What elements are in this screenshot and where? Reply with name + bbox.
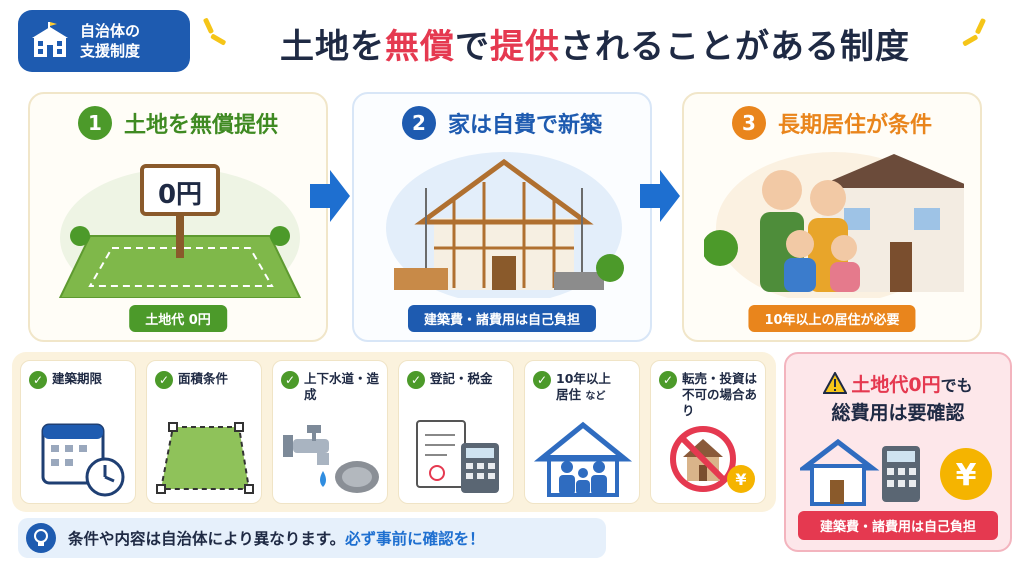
step-title-3: 長期居住が条件 — [777, 113, 932, 138]
step-tag-2: 建築費・諸費用は自己負担 — [407, 305, 597, 332]
condition-label: 転売・投資は 不可の場合あり — [682, 371, 765, 419]
condition-label-line1: 転売・投資は — [682, 371, 758, 386]
note-text: 条件や内容は自治体により異なります。必ず事前に確認を！ — [68, 527, 485, 549]
warning-line2: 総費用は要確認 — [831, 402, 965, 424]
warning-triangle-icon — [822, 370, 849, 394]
condition-label-line1: 10年以上 — [556, 371, 611, 386]
condition-card-deadline: ✓ 建築期限 — [20, 360, 136, 504]
condition-label: 10年以上 居住 など — [556, 371, 611, 405]
check-icon: ✓ — [29, 371, 47, 389]
house-calculator-yen-icon — [800, 438, 992, 506]
check-icon: ✓ — [533, 371, 551, 389]
house-construction-illustration — [386, 152, 624, 298]
land-area-icon — [156, 422, 254, 494]
badge-line2: 支援制度 — [80, 42, 141, 60]
family-house-icon — [533, 421, 633, 497]
note-emphasis: 必ず事前に確認を！ — [345, 530, 485, 548]
faucet-manhole-icon — [283, 425, 379, 493]
condition-label: 面積条件 — [178, 371, 229, 386]
title-part3: で — [455, 26, 490, 67]
step-number-1: 1 — [77, 106, 112, 140]
condition-label-line2: 不可の場合あり — [682, 387, 758, 418]
note-bar: 条件や内容は自治体により異なります。必ず事前に確認を！ — [18, 518, 606, 558]
condition-label-line2: 居住 — [556, 387, 582, 402]
condition-sub: など — [585, 391, 606, 402]
no-resale-icon: ¥ — [670, 426, 755, 493]
land-sign-text: 0円 — [157, 180, 203, 210]
svg-text:¥: ¥ — [735, 470, 746, 489]
condition-card-area: ✓ 面積条件 — [146, 360, 262, 504]
condition-card-registration-tax: ✓ 登記・税金 — [398, 360, 514, 504]
yen-symbol: ¥ — [955, 458, 977, 493]
school-building-icon — [32, 22, 68, 57]
condition-label: 登記・税金 — [430, 371, 493, 386]
support-badge: 自治体の 支援制度 — [18, 10, 190, 72]
condition-label: 上下水道・造成 — [304, 371, 380, 402]
check-icon: ✓ — [281, 371, 299, 389]
step-number-3: 3 — [731, 106, 766, 140]
warning-tag: 建築費・諸費用は自己負担 — [798, 511, 998, 540]
check-icon: ✓ — [659, 371, 677, 389]
step-title-2: 家は自費で新築 — [447, 113, 602, 138]
step-number-2: 2 — [401, 106, 436, 140]
title-part2: 無償 — [385, 26, 455, 67]
warning-rest-text: でも — [940, 376, 973, 395]
lightbulb-icon — [26, 523, 56, 553]
step-card-2: 2 家は自費で新築 建築費・諸費用は自己負担 — [352, 92, 652, 342]
cost-warning-box: 土地代0円でも 総費用は要確認 ¥ 建築費・諸費用は自己負担 — [784, 352, 1012, 552]
step-tag-3: 10年以上の居住が必要 — [748, 305, 916, 332]
check-icon: ✓ — [155, 371, 173, 389]
step-card-1: 1 土地を無償提供 0円 土地代 0円 — [28, 92, 328, 342]
title-part1: 土地を — [280, 26, 385, 67]
conditions-panel — [12, 352, 776, 512]
sparkle-right-icon — [962, 18, 986, 46]
arrow-right-icon — [310, 170, 350, 222]
note-main: 条件や内容は自治体により異なります。 — [68, 530, 346, 548]
family-house-illustration — [704, 152, 964, 298]
step-tag-1: 土地代 0円 — [129, 305, 227, 332]
step-title-1: 土地を無償提供 — [123, 113, 278, 138]
title-part5: されることがある制度 — [560, 26, 910, 67]
document-calculator-icon — [416, 420, 499, 493]
warning-red-text: 土地代0円 — [851, 374, 941, 396]
title-part4: 提供 — [490, 26, 560, 67]
condition-card-resale: ✓ 転売・投資は 不可の場合あり ¥ — [650, 360, 766, 504]
free-land-illustration — [58, 164, 302, 298]
condition-label: 建築期限 — [52, 371, 103, 386]
sparkle-left-icon — [203, 18, 226, 45]
check-icon: ✓ — [407, 371, 425, 389]
condition-card-residence: ✓ 10年以上 居住 など — [524, 360, 640, 504]
calendar-clock-icon — [41, 423, 125, 497]
warning-headline: 土地代0円でも — [786, 370, 1010, 397]
badge-text: 自治体の 支援制度 — [80, 21, 140, 61]
arrow-right-icon — [640, 170, 680, 222]
page-title: 土地を無償で提供されることがある制度 — [200, 8, 990, 78]
step-card-3: 3 長期居住が条件 10年以上の居住が必要 — [682, 92, 982, 342]
condition-card-water: ✓ 上下水道・造成 — [272, 360, 388, 504]
badge-line1: 自治体の — [80, 22, 141, 40]
